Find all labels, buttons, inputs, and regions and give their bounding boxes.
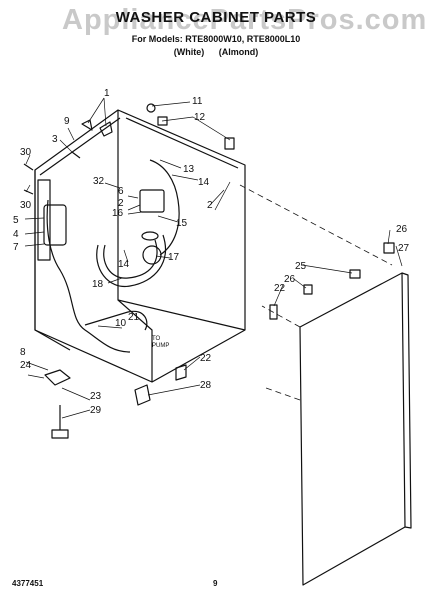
cabinet-back-edge: [117, 299, 246, 331]
callout-15: 15: [176, 218, 188, 229]
callout-24: 24: [20, 360, 32, 371]
callout-17: 17: [168, 252, 180, 263]
pump-label: TO PUMP: [152, 336, 169, 349]
callout-22a: 22: [274, 283, 286, 294]
callout-14b: 14: [118, 259, 130, 270]
callout-23: 23: [90, 391, 102, 402]
hose-bracket: [99, 121, 113, 137]
inlet-hose-outer: [96, 234, 166, 288]
callout-18: 18: [92, 279, 104, 290]
model-numbers: For Models: RTE8000W10, RTE8000L10: [131, 34, 301, 44]
air-dome: [142, 245, 162, 265]
callout-4: 4: [13, 229, 19, 240]
callout-8: 8: [20, 347, 26, 358]
front-panel: [299, 272, 406, 586]
side-panel: [34, 170, 71, 351]
drain-hose: [84, 310, 148, 331]
callout-30a: 30: [20, 147, 32, 158]
fill-hose: [46, 199, 131, 353]
callout-6: 6: [118, 186, 124, 197]
page-title: WASHER CABINET PARTS: [115, 9, 317, 26]
watermark: AppliancePartsPros.com: [62, 4, 428, 36]
callout-10: 10: [115, 318, 127, 329]
color-white: (White): [173, 47, 205, 57]
water-line: [149, 159, 180, 256]
inlet-hose: [103, 239, 158, 279]
plug-button: [146, 103, 156, 113]
callout-28: 28: [200, 380, 212, 391]
callout-14a: 14: [198, 177, 210, 188]
cabinet-top-rail: [39, 117, 239, 176]
page-number: 9: [213, 579, 218, 588]
callout-2a: 2: [118, 198, 124, 209]
pump-label-to: TO: [152, 336, 161, 342]
cabinet-frame: [34, 109, 246, 383]
callout-30b: 30: [20, 200, 32, 211]
top-clip: [383, 242, 395, 254]
valve-screws: [23, 151, 81, 195]
front-panel-clip: [269, 304, 278, 320]
callout-2b: 2: [207, 200, 213, 211]
callout-16: 16: [112, 208, 124, 219]
part-number: 4377451: [12, 579, 44, 588]
spring-clip: [349, 269, 361, 279]
panel-stud: [303, 284, 313, 295]
callout-21: 21: [128, 312, 140, 323]
callout-7: 7: [13, 242, 19, 253]
model-colors: (White) (Almond): [0, 47, 432, 57]
front-panel-edge: [401, 272, 412, 529]
callout-25: 25: [295, 261, 307, 272]
foot-pad: [134, 384, 151, 406]
callout-13: 13: [183, 164, 195, 175]
callout-26a: 26: [284, 274, 296, 285]
callout-32: 32: [93, 176, 105, 187]
callout-29: 29: [90, 405, 102, 416]
water-valve: [43, 204, 67, 246]
cabinet-inner-edge: [117, 110, 153, 382]
callout-labels: 1 2 2 3 4 5 6 7 8 9 10 11 12 13 14 14 15…: [13, 88, 410, 416]
door-bumper: [224, 137, 235, 150]
callout-3: 3: [52, 134, 58, 145]
color-almond: (Almond): [218, 47, 259, 57]
pressure-switch: [139, 189, 165, 213]
callout-22b: 22: [200, 353, 212, 364]
callout-9: 9: [64, 116, 70, 127]
cabinet-clip: [175, 364, 187, 381]
callout-26b: 26: [396, 224, 408, 235]
hose-clip: [81, 119, 93, 131]
callout-27: 27: [398, 243, 410, 254]
valve-bracket: [37, 179, 51, 261]
leveling-foot: [51, 405, 69, 439]
callout-5: 5: [13, 215, 19, 226]
rear-leg: [44, 369, 71, 386]
callout-11: 11: [192, 96, 203, 107]
callout-1: 1: [104, 88, 110, 99]
pump-label-pump: PUMP: [152, 343, 169, 349]
callout-12: 12: [194, 112, 206, 123]
hose-clamp: [141, 231, 159, 241]
hinge-pin: [157, 116, 168, 126]
